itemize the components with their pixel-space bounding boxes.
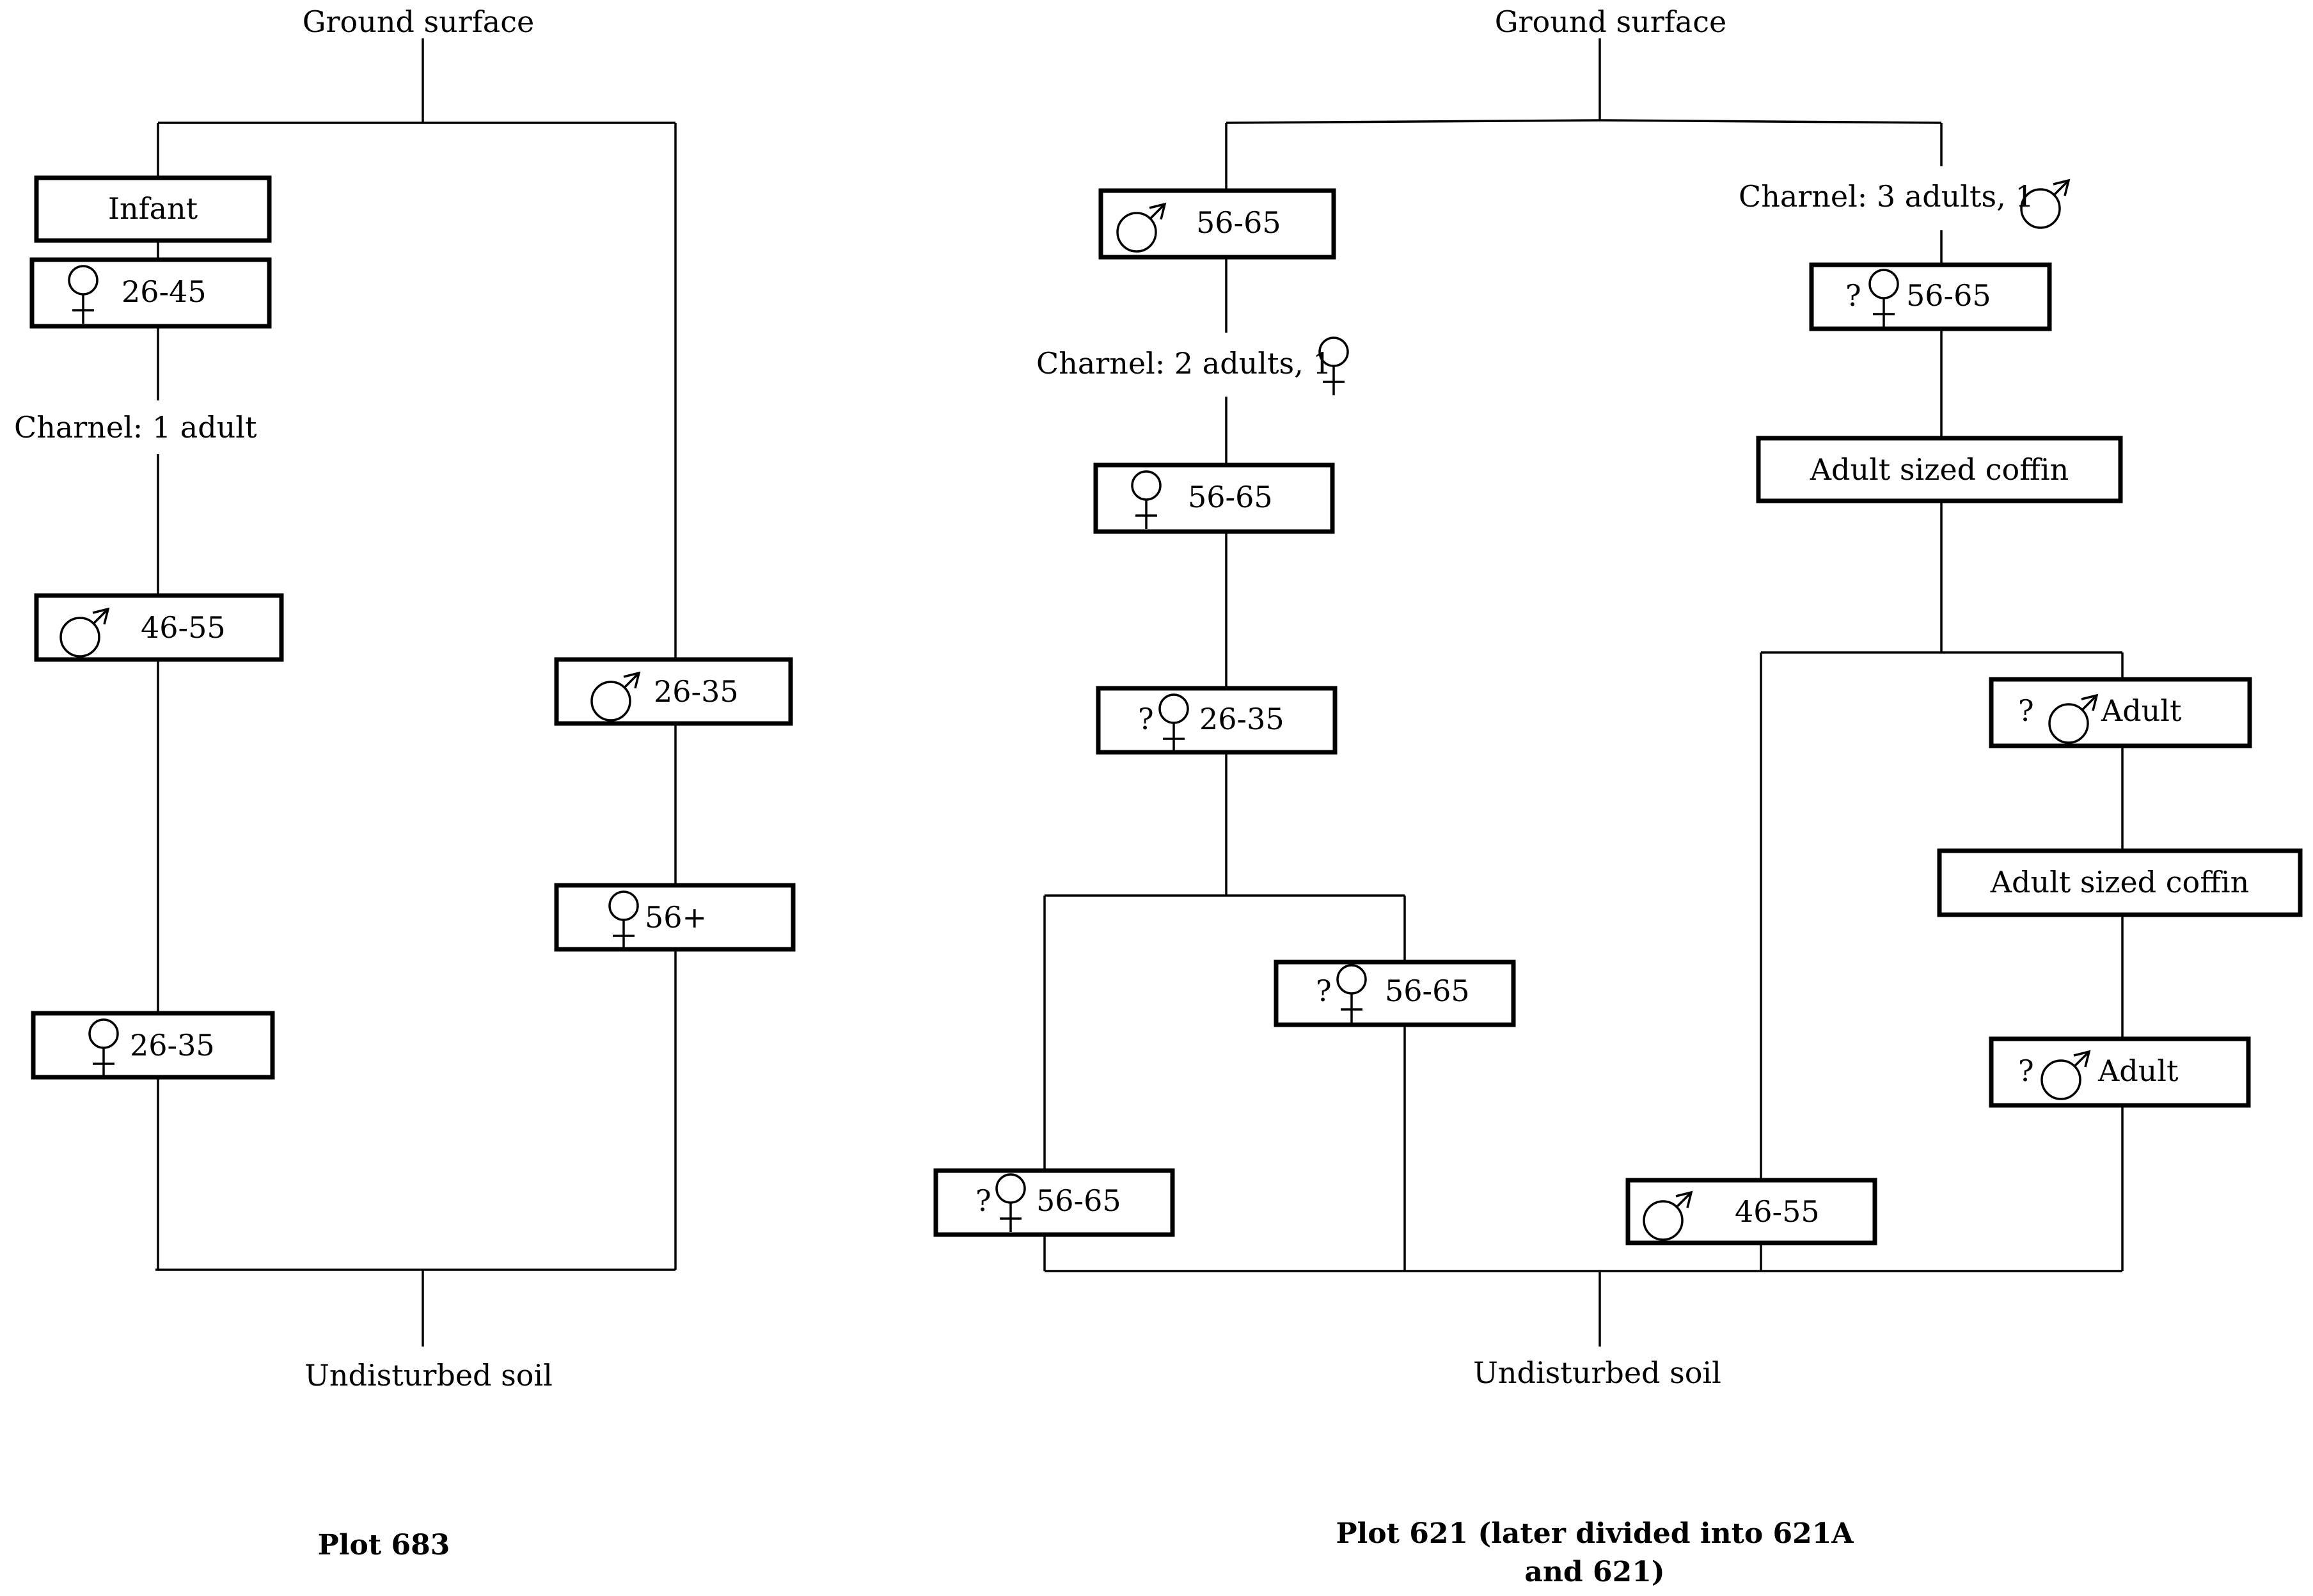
burial-label: 56-65 bbox=[1196, 205, 1281, 240]
burial-box-male-adult-lower: ? Adult bbox=[1989, 1036, 2251, 1108]
uncertain-mark: ? bbox=[2018, 693, 2034, 728]
burial-label: 26-45 bbox=[122, 274, 207, 309]
burial-label: 56-65 bbox=[1906, 278, 1991, 313]
burial-box-male-46-55: 46-55 bbox=[34, 593, 284, 662]
burial-label: Adult bbox=[2097, 1054, 2179, 1088]
burial-box-female-56-65-mid: ? 56-65 bbox=[1274, 960, 1516, 1027]
uncertain-mark: ? bbox=[1845, 278, 1861, 313]
burial-box-female-56-65-low: ? 56-65 bbox=[933, 1168, 1175, 1237]
plot-683: Ground surface Infant 26-45 Charnel: 1 a… bbox=[0, 4, 796, 1561]
burial-box-female-56-65-right: ? 56-65 bbox=[1809, 262, 2052, 331]
burial-box-female-26-45: 26-45 bbox=[29, 257, 272, 329]
burial-box-female-26-35: 26-35 bbox=[31, 1011, 275, 1080]
burial-label: 26-35 bbox=[130, 1028, 215, 1063]
plot-621: Ground surface 56-65 Charnel: 2 adults, … bbox=[933, 4, 2303, 1588]
uncertain-mark: ? bbox=[975, 1183, 991, 1218]
burial-box-infant: Infant bbox=[34, 175, 272, 243]
coffin-label: Adult sized coffin bbox=[1990, 865, 2249, 899]
coffin-box-lower: Adult sized coffin bbox=[1937, 848, 2303, 917]
burial-label: 26-35 bbox=[654, 674, 739, 709]
charnel-label-left: Charnel: 2 adults, 1 bbox=[1036, 346, 1332, 381]
plot-621-caption-line2: and 621) bbox=[1524, 1556, 1664, 1588]
burial-box-male-26-35: 26-35 bbox=[554, 657, 793, 726]
burial-box-female-56-65: 56-65 bbox=[1093, 462, 1335, 534]
burial-label: 26-35 bbox=[1199, 702, 1284, 736]
burial-label: 56-65 bbox=[1036, 1183, 1121, 1218]
charnel-label: Charnel: 1 adult bbox=[14, 410, 257, 445]
burial-label: 46-55 bbox=[141, 610, 226, 645]
burial-box-female-56plus: 56+ bbox=[554, 883, 796, 952]
burial-label: 56-65 bbox=[1188, 480, 1273, 514]
coffin-box-upper: Adult sized coffin bbox=[1756, 436, 2123, 503]
burial-box-male-adult-upper: ? Adult bbox=[1989, 677, 2252, 748]
burial-label: 56+ bbox=[645, 900, 707, 935]
uncertain-mark: ? bbox=[1316, 974, 1332, 1008]
uncertain-mark: ? bbox=[1138, 702, 1154, 736]
burial-box-female-26-35: ? 26-35 bbox=[1096, 686, 1338, 755]
uncertain-mark: ? bbox=[2018, 1054, 2034, 1088]
ground-surface-label: Ground surface bbox=[1495, 4, 1726, 39]
plot-683-caption: Plot 683 bbox=[318, 1529, 450, 1561]
burial-box-male-56-65: 56-65 bbox=[1098, 188, 1336, 260]
burial-label: 56-65 bbox=[1385, 974, 1470, 1008]
charnel-label-right: Charnel: 3 adults, 1 bbox=[1739, 179, 2034, 214]
burial-box-male-46-55: 46-55 bbox=[1625, 1178, 1877, 1245]
burial-label: Infant bbox=[108, 191, 198, 226]
ground-surface-label: Ground surface bbox=[303, 4, 534, 39]
coffin-label: Adult sized coffin bbox=[1810, 452, 2069, 487]
plot-621-caption-line1: Plot 621 (later divided into 621A bbox=[1336, 1517, 1854, 1550]
undisturbed-soil-label: Undisturbed soil bbox=[1473, 1355, 1721, 1390]
burial-label: Adult bbox=[2101, 693, 2182, 728]
undisturbed-soil-label: Undisturbed soil bbox=[304, 1358, 553, 1393]
burial-label: 46-55 bbox=[1735, 1194, 1820, 1229]
